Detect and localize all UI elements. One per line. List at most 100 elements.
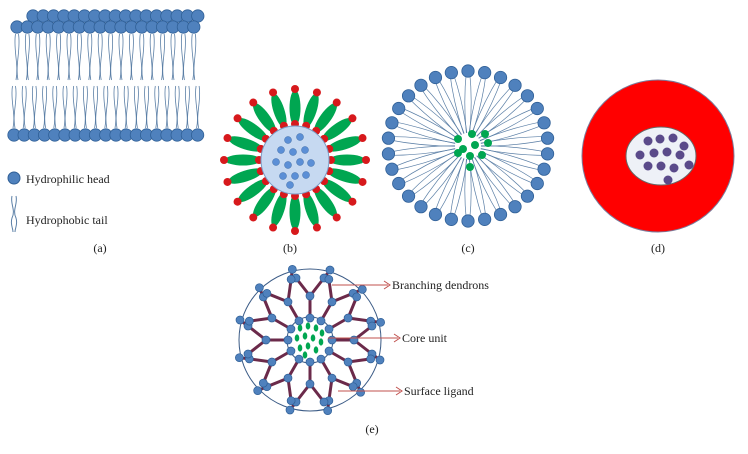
upper-leaflet-tail bbox=[131, 33, 134, 81]
amphiphile-tail bbox=[271, 192, 287, 227]
lower-leaflet-tail bbox=[125, 85, 129, 129]
amphiphile-outer-head bbox=[223, 134, 232, 143]
lower-leaflet-tail bbox=[64, 85, 68, 129]
panel-a-caption: (a) bbox=[93, 241, 106, 255]
arrow-core-head bbox=[393, 333, 401, 343]
bilayer-tails bbox=[11, 33, 201, 129]
ligand-node bbox=[305, 379, 315, 389]
lower-leaflet-tail bbox=[82, 85, 86, 129]
amphiphile-tail bbox=[228, 136, 263, 152]
upper-leaflet-tail bbox=[66, 33, 70, 81]
purple-cargo-particle bbox=[662, 147, 672, 157]
vesicle-head bbox=[540, 147, 555, 161]
amphiphile-tail bbox=[289, 90, 301, 126]
label-dendrons: Branching dendrons bbox=[392, 278, 489, 292]
lower-leaflet-tail bbox=[13, 85, 17, 129]
upper-leaflet-tail bbox=[87, 33, 91, 81]
vesicle-head bbox=[401, 189, 416, 203]
vesicle-head bbox=[444, 66, 458, 80]
purple-cargo-particle bbox=[656, 161, 666, 171]
ligand-node bbox=[352, 292, 362, 302]
amphiphile-outer-head bbox=[358, 177, 367, 186]
surface-ligands bbox=[235, 265, 385, 415]
ligand-node bbox=[305, 313, 315, 323]
lower-leaflet-tail bbox=[136, 85, 139, 129]
upper-leaflet-tail bbox=[151, 33, 155, 81]
vesicle-tail bbox=[391, 124, 456, 144]
drug-particle bbox=[272, 158, 280, 166]
ligand-node bbox=[327, 335, 337, 345]
ligand-node bbox=[255, 283, 264, 293]
ligand-node bbox=[235, 315, 245, 325]
lower-leaflet-tail bbox=[31, 85, 35, 129]
amphiphile-tail bbox=[303, 192, 319, 227]
panel-c-caption: (c) bbox=[461, 241, 474, 255]
vesicle-head bbox=[478, 66, 492, 80]
ligand-node bbox=[366, 354, 376, 364]
purple-cargo-particle bbox=[684, 160, 694, 170]
core-cargo-particle bbox=[302, 332, 308, 340]
drug-particle bbox=[284, 136, 292, 144]
micelle-drug-payload bbox=[272, 133, 315, 189]
drug-particle bbox=[307, 159, 315, 167]
ligand-node bbox=[267, 357, 277, 367]
ligand-node bbox=[327, 297, 337, 307]
core-cargo-particle bbox=[294, 334, 300, 342]
lower-leaflet-tail bbox=[42, 85, 45, 129]
lower-leaflet-tail bbox=[146, 85, 150, 129]
amphiphile-outer-head bbox=[348, 114, 357, 123]
vesicle-head bbox=[493, 70, 508, 85]
vesicle-head bbox=[401, 89, 416, 103]
vesicle-head bbox=[461, 214, 475, 228]
vesicle-head bbox=[381, 131, 396, 145]
amphiphile-tail bbox=[322, 117, 352, 141]
upper-leaflet-tail bbox=[118, 33, 122, 81]
core-cargo-particle bbox=[318, 338, 324, 346]
drug-particle bbox=[289, 148, 297, 156]
amphiphile-tail bbox=[314, 103, 338, 133]
amphiphile-tail bbox=[228, 168, 263, 184]
vesicle-head bbox=[520, 189, 535, 203]
panel-b-caption: (b) bbox=[283, 241, 297, 255]
legend-tail-icon bbox=[10, 195, 18, 233]
upper-leaflet-tail bbox=[193, 33, 197, 81]
vesicle-head bbox=[461, 64, 475, 78]
ligand-node bbox=[283, 373, 293, 383]
vesicle-head bbox=[444, 212, 458, 226]
vesicle-head bbox=[530, 101, 544, 116]
purple-cargo-particle bbox=[668, 133, 678, 143]
vesicle-head bbox=[537, 116, 551, 130]
panel-d-caption: (d) bbox=[651, 241, 665, 255]
vesicle-head bbox=[392, 176, 406, 191]
arrow-surface-head bbox=[395, 386, 403, 396]
purple-cargo-particle bbox=[675, 150, 685, 160]
ligand-node bbox=[294, 316, 304, 326]
upper-leaflet-tail bbox=[79, 33, 82, 81]
ligand-node bbox=[286, 324, 296, 334]
drug-particle bbox=[296, 133, 304, 141]
core-cargo-particle bbox=[297, 344, 303, 352]
lower-leaflet-tail bbox=[154, 85, 158, 129]
amphiphile-outer-head bbox=[358, 134, 367, 143]
vesicle-head bbox=[414, 78, 428, 92]
ligand-node bbox=[316, 316, 326, 326]
green-cargo-particle bbox=[484, 139, 492, 147]
lower-leaflet-tail bbox=[11, 85, 15, 129]
amphiphile-outer-head bbox=[220, 156, 228, 164]
vesicle-head bbox=[385, 116, 399, 130]
amphiphile-outer-head bbox=[312, 223, 321, 232]
micelle-amphiphiles bbox=[220, 85, 370, 235]
lower-leaflet-tail bbox=[54, 85, 58, 129]
amphiphile-outer-head bbox=[249, 98, 258, 107]
vesicle-cargo bbox=[454, 130, 492, 171]
green-cargo-particle bbox=[454, 135, 462, 143]
upper-leaflet-tail bbox=[120, 33, 124, 81]
ligand-node bbox=[287, 265, 297, 274]
micelle-core bbox=[260, 125, 330, 195]
ligand-node bbox=[327, 373, 337, 383]
vesicle-tail bbox=[397, 150, 457, 183]
vesicle-head bbox=[537, 162, 551, 176]
upper-leaflet-tail bbox=[35, 33, 39, 81]
upper-leaflet-tail bbox=[89, 33, 93, 81]
core-cargo-particle bbox=[313, 346, 319, 354]
